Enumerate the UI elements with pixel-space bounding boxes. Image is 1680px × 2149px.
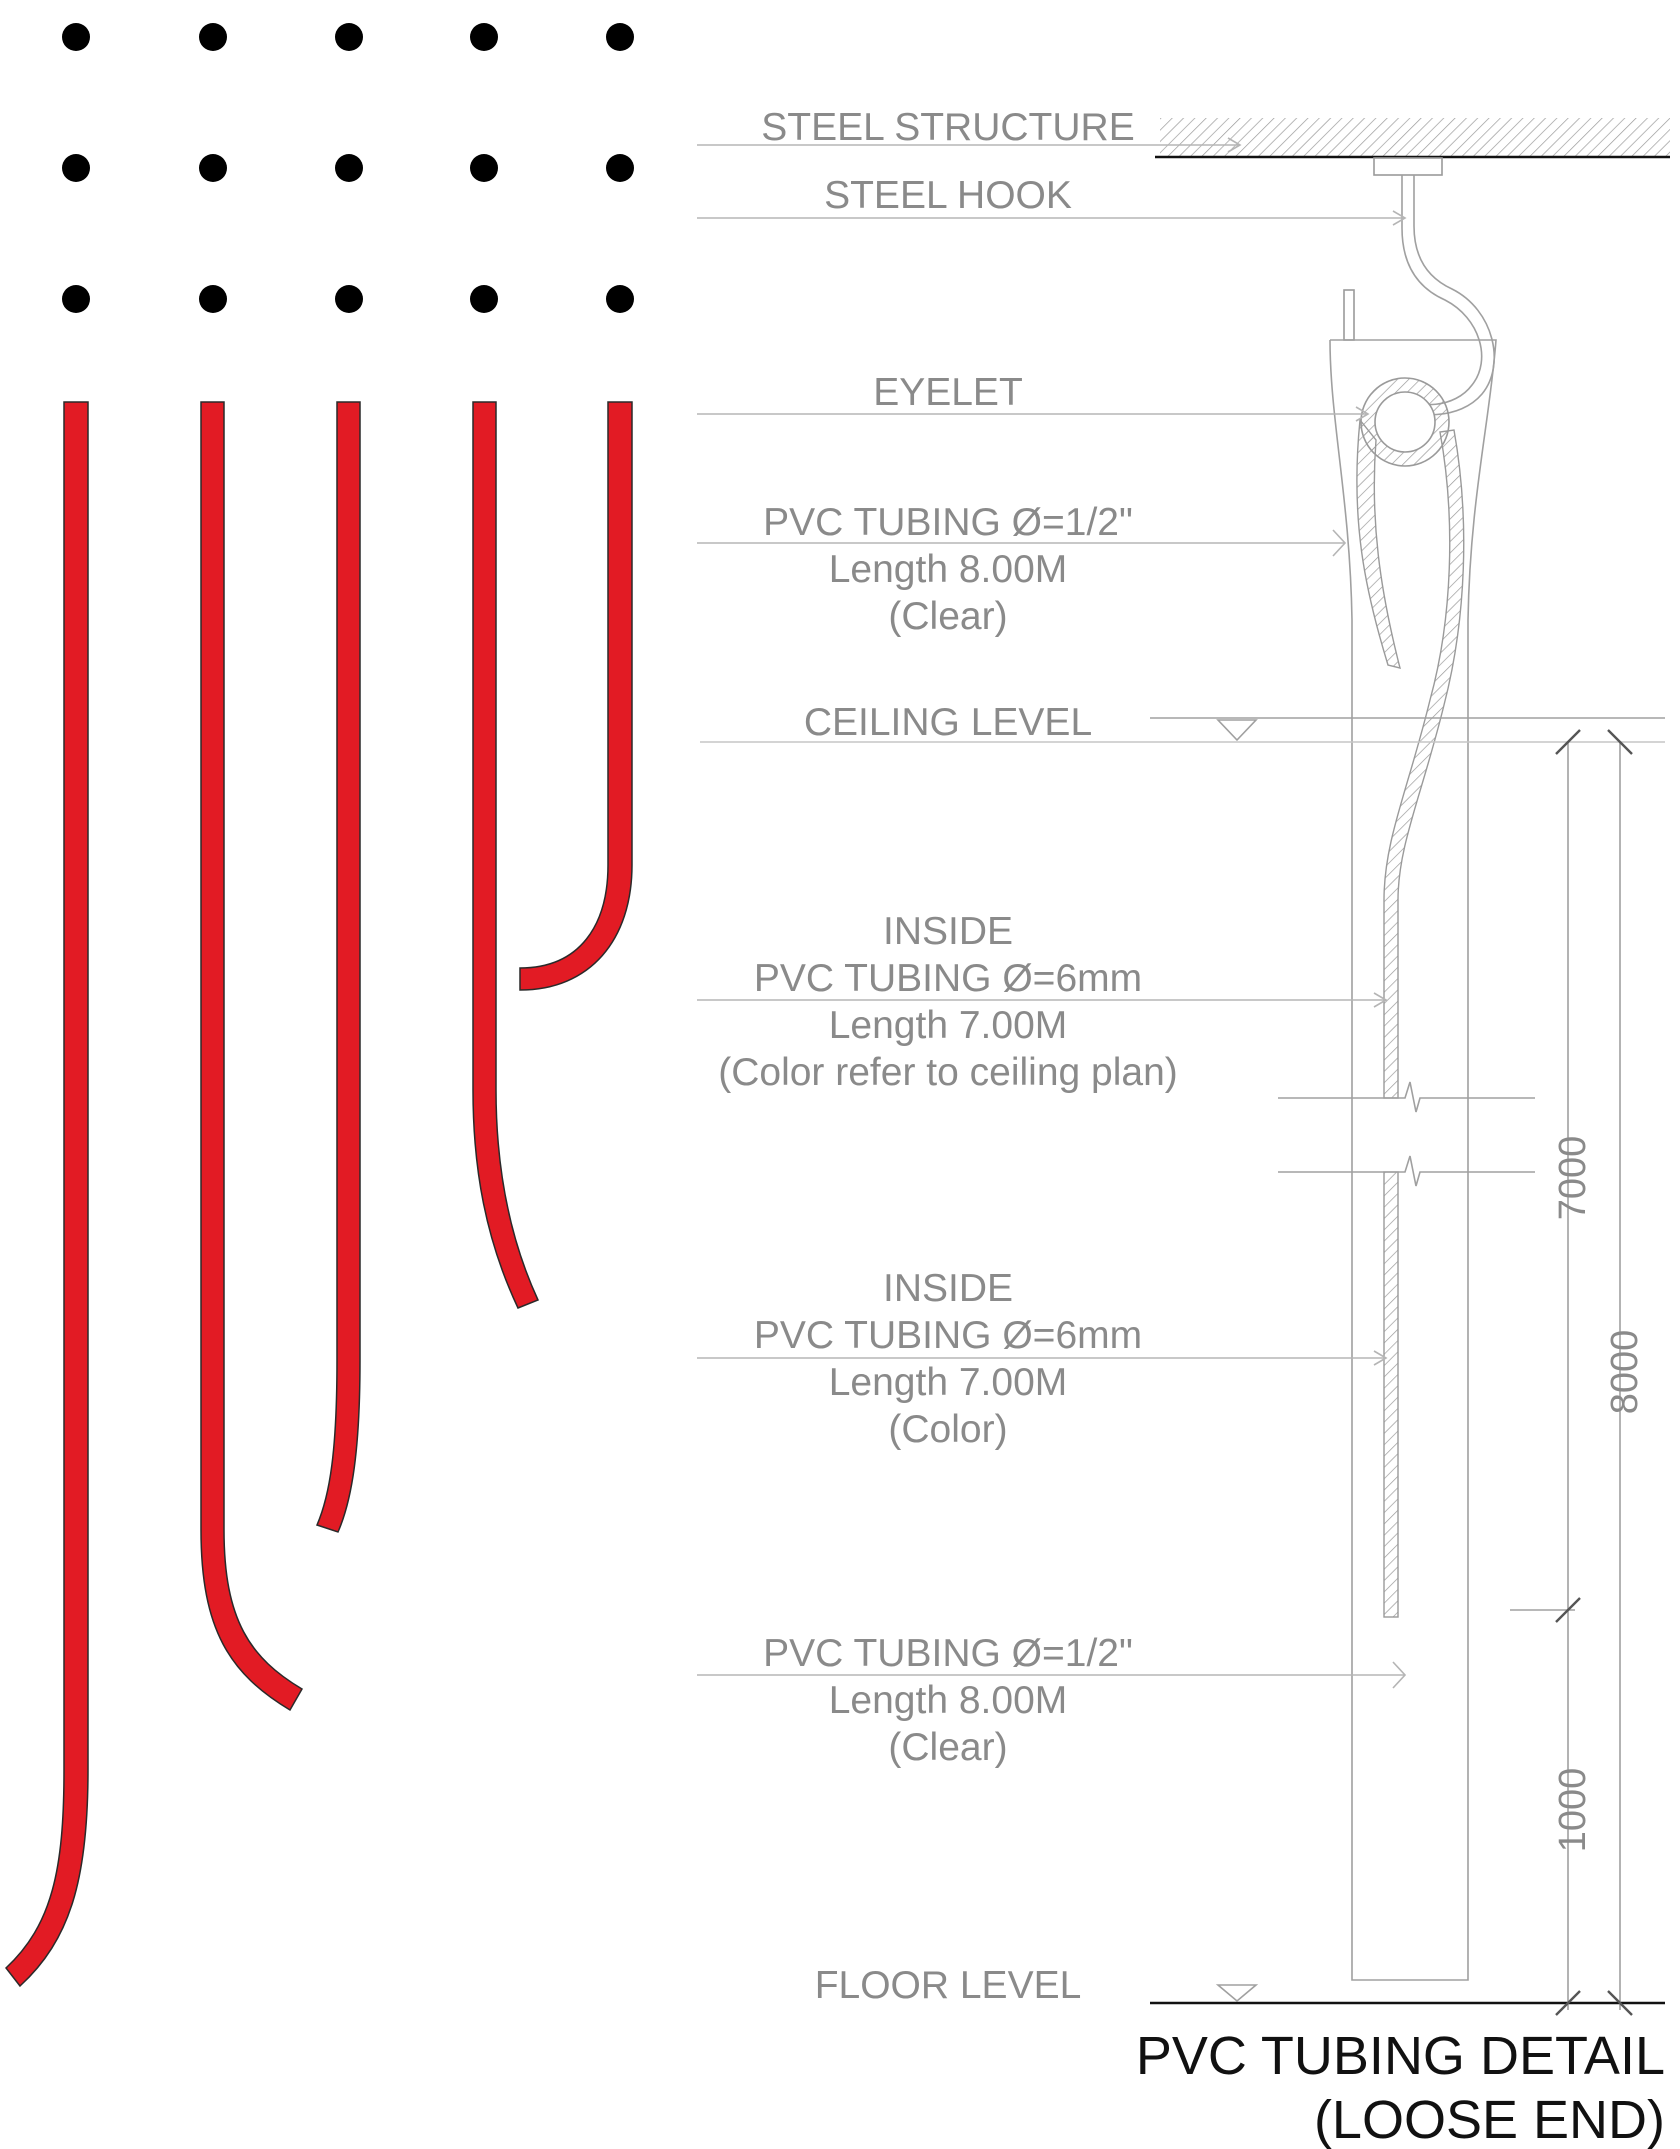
hanging-point-dot bbox=[199, 285, 227, 313]
hanging-point-dot bbox=[470, 154, 498, 182]
dimension-lines bbox=[1510, 729, 1633, 2016]
hanging-point-dot bbox=[62, 154, 90, 182]
eyelet bbox=[1360, 377, 1450, 467]
title-line-1: PVC TUBING DETAIL bbox=[1136, 2026, 1665, 2086]
label-steel-hook: STEEL HOOK bbox=[824, 174, 1072, 217]
level-lines bbox=[700, 717, 1665, 2005]
hanging-point-dot bbox=[62, 23, 90, 51]
label-ceiling-level: CEILING LEVEL bbox=[804, 701, 1092, 744]
callout-labels: STEEL STRUCTURE STEEL HOOK EYELET PVC TU… bbox=[718, 106, 1178, 2007]
dimension-1000: 1000 bbox=[1552, 1768, 1594, 1853]
hanging-point-dot bbox=[199, 154, 227, 182]
label-inside-1-line4: (Color refer to ceiling plan) bbox=[718, 1051, 1178, 1094]
hanging-point-dot bbox=[470, 285, 498, 313]
inner-pvc-tube bbox=[1278, 418, 1535, 1618]
label-pvc-outer-top-line3: (Clear) bbox=[888, 595, 1007, 638]
label-floor-level: FLOOR LEVEL bbox=[815, 1964, 1082, 2007]
hanging-points-grid bbox=[62, 23, 634, 313]
dimension-7000: 7000 bbox=[1552, 1136, 1594, 1221]
hanging-point-dot bbox=[470, 23, 498, 51]
label-pvc-outer-top-line2: Length 8.00M bbox=[829, 548, 1068, 591]
loose-end-tube-4 bbox=[472, 401, 540, 1309]
hanging-point-dot bbox=[606, 285, 634, 313]
outer-clear-pvc-tube bbox=[1329, 289, 1497, 1981]
label-pvc-outer-bottom-line3: (Clear) bbox=[888, 1726, 1007, 1769]
hanging-point-dot bbox=[606, 23, 634, 51]
label-eyelet: EYELET bbox=[873, 371, 1023, 414]
steel-hook bbox=[1373, 157, 1496, 416]
label-steel-structure: STEEL STRUCTURE bbox=[761, 106, 1134, 149]
title-line-2: (LOOSE END) bbox=[1314, 2090, 1665, 2149]
label-inside-1-line2: PVC TUBING Ø=6mm bbox=[754, 957, 1142, 1000]
hanging-point-dot bbox=[62, 285, 90, 313]
loose-end-tube-3 bbox=[315, 401, 361, 1533]
loose-end-tube-5 bbox=[519, 401, 633, 991]
hanging-point-dot bbox=[335, 154, 363, 182]
hanging-point-dot bbox=[199, 23, 227, 51]
loose-end-tubes bbox=[4, 401, 633, 1988]
loose-end-tube-2 bbox=[200, 401, 304, 1712]
leader-lines bbox=[697, 137, 1407, 1689]
label-inside-2-line1: INSIDE bbox=[883, 1267, 1013, 1310]
label-inside-1-line1: INSIDE bbox=[883, 910, 1013, 953]
hanging-point-dot bbox=[606, 154, 634, 182]
label-inside-2-line4: (Color) bbox=[888, 1408, 1007, 1451]
label-inside-2-line2: PVC TUBING Ø=6mm bbox=[754, 1314, 1142, 1357]
loose-end-tube-1 bbox=[4, 401, 89, 1988]
drawing-title: PVC TUBING DETAIL (LOOSE END) bbox=[1136, 2026, 1665, 2149]
label-inside-2-line3: Length 7.00M bbox=[829, 1361, 1068, 1404]
label-inside-1-line3: Length 7.00M bbox=[829, 1004, 1068, 1047]
hanging-point-dot bbox=[335, 23, 363, 51]
label-pvc-outer-bottom-line1: PVC TUBING Ø=1/2" bbox=[763, 1632, 1133, 1675]
label-pvc-outer-bottom-line2: Length 8.00M bbox=[829, 1679, 1068, 1722]
steel-structure bbox=[1155, 118, 1670, 159]
label-pvc-outer-top-line1: PVC TUBING Ø=1/2" bbox=[763, 501, 1133, 544]
hanging-point-dot bbox=[335, 285, 363, 313]
dimension-8000: 8000 bbox=[1604, 1330, 1646, 1415]
dimension-values: 7000 8000 1000 bbox=[1552, 1136, 1646, 1853]
